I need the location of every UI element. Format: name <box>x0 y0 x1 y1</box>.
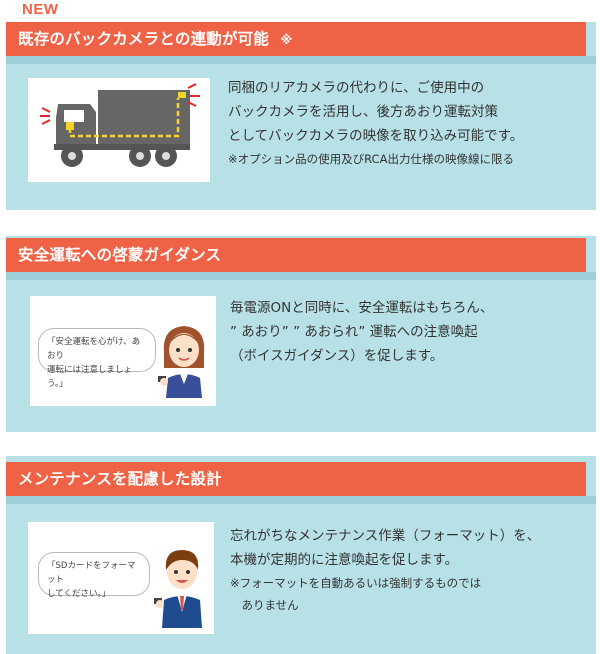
bubble-line: してください。」 <box>47 589 111 599</box>
bubble-line: 「安全運転を心がけ、あおり <box>47 337 141 361</box>
section-title: 既存のバックカメラとの連動が可能 <box>18 30 270 48</box>
bubble-line: 「SDカードをフォーマット <box>47 561 136 585</box>
truck-illustration-box <box>28 78 210 182</box>
description-line: 毎電源ONと同時に、安全運転はもちろん、 <box>230 300 494 316</box>
section-description: 忘れがちなメンテナンス作業（フォーマット）を、 本機が定期的に注意喚起を促します… <box>230 524 596 616</box>
section-title: メンテナンスを配慮した設計 <box>18 470 222 488</box>
banner-shadow <box>6 496 596 504</box>
truck-bumper <box>54 144 190 150</box>
truck-illustration <box>40 83 200 167</box>
truck-wheels-icon <box>61 145 177 167</box>
male-guide-icon <box>154 550 202 628</box>
description-line: （ボイスガイダンス）を促します。 <box>230 348 444 364</box>
new-badge-label: NEW <box>22 1 59 18</box>
banner-shadow <box>6 272 596 280</box>
title-note-mark: ※ <box>280 33 293 47</box>
camera-cable-line <box>68 98 180 138</box>
description-note: ※フォーマットを自動あるいは強制するものでは <box>230 576 482 590</box>
speech-bubble: 「安全運転を心がけ、あおり 運転には注意しましょう。」 <box>38 328 156 389</box>
description-line: 本機が定期的に注意喚起を促します。 <box>230 552 459 568</box>
new-badge: NEW <box>0 0 84 22</box>
section-title-banner: 既存のバックカメラとの連動が可能 ※ <box>6 22 586 56</box>
description-note: ありません <box>230 598 299 612</box>
guidance-illustration-box: 「安全運転を心がけ、あおり 運転には注意しましょう。」 <box>30 296 216 406</box>
description-line: バックカメラを活用し、後方あおり運転対策 <box>228 104 498 120</box>
section-maintenance: メンテナンスを配慮した設計 「SDカードをフォーマット してください。」 忘れが… <box>0 456 600 654</box>
speech-bubble: 「SDカードをフォーマット してください。」 <box>38 552 150 599</box>
monitor-unit <box>66 122 74 130</box>
section-title-banner: メンテナンスを配慮した設計 <box>6 462 586 496</box>
description-line: ” あおり” ” あおられ” 運転への注意喚起 <box>230 324 478 340</box>
back-camera-icon <box>178 92 186 98</box>
description-note: ※オプション品の使用及びRCA出力仕様の映像線に限る <box>228 152 514 166</box>
female-guide-icon <box>158 326 205 398</box>
warning-marks-rear-icon <box>187 83 200 107</box>
description-line: 忘れがちなメンテナンス作業（フォーマット）を、 <box>230 528 541 544</box>
section-backcamera: 既存のバックカメラとの連動が可能 ※ NEW <box>0 0 600 212</box>
description-line: 同梱のリアカメラの代わりに、ご使用中の <box>228 80 485 96</box>
bubble-line: 運転には注意しましょう。」 <box>47 365 133 389</box>
section-safety-guidance: 安全運転への啓蒙ガイダンス 「安全運転を心がけ、あおり 運転には注意しましょう。… <box>0 236 600 432</box>
section-title-banner: 安全運転への啓蒙ガイダンス <box>6 238 586 272</box>
maintenance-illustration-box: 「SDカードをフォーマット してください。」 <box>28 522 214 634</box>
section-description: 毎電源ONと同時に、安全運転はもちろん、 ” あおり” ” あおられ” 運転への… <box>230 296 596 368</box>
section-title: 安全運転への啓蒙ガイダンス <box>18 246 222 264</box>
warning-marks-front-icon <box>40 107 51 125</box>
section-description: 同梱のリアカメラの代わりに、ご使用中の バックカメラを活用し、後方あおり運転対策… <box>228 76 596 170</box>
banner-shadow <box>6 56 596 64</box>
description-line: としてバックカメラの映像を取り込み可能です。 <box>228 128 524 144</box>
truck-cargo <box>98 90 190 146</box>
truck-window <box>64 110 84 122</box>
